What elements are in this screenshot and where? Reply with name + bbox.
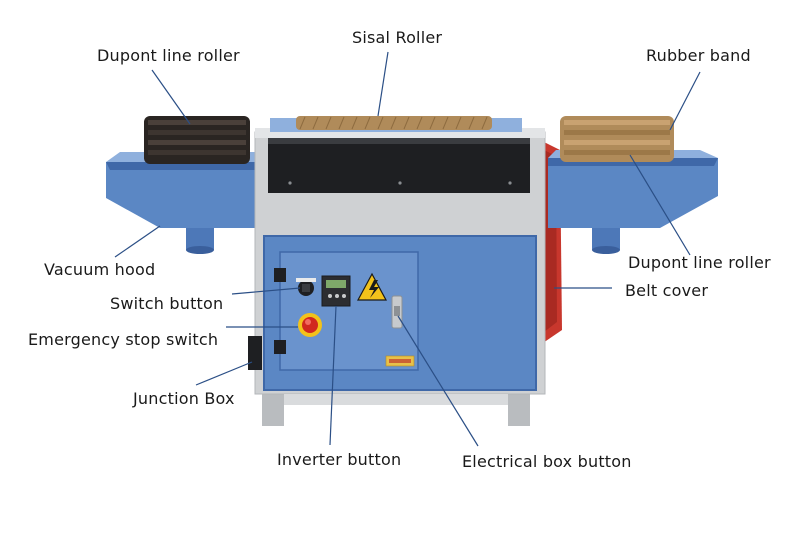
label-junction-box: Junction Box [133, 389, 235, 408]
leader-inverter [329, 305, 337, 446]
junction-box [248, 336, 262, 370]
emergency-stop-button [298, 313, 322, 337]
warning-sign [356, 272, 388, 301]
label-sisal-roller: Sisal Roller [352, 28, 443, 47]
left-vacuum-hood [106, 162, 258, 228]
inverter-panel [321, 275, 351, 307]
bottom-hinge [274, 340, 286, 354]
label-inverter-button: Inverter button [277, 450, 402, 469]
leader-electrical [397, 315, 479, 447]
leader-switch [231, 287, 301, 295]
left-vacuum-outlet [186, 228, 214, 250]
label-dupont-line-roller-right: Dupont line roller [628, 253, 771, 272]
label-belt-cover: Belt cover [625, 281, 709, 300]
top-hinge [274, 268, 286, 282]
electrical-box-button [391, 295, 403, 329]
label-rubber-band: Rubber band [646, 46, 751, 65]
top-window [268, 138, 530, 193]
label-switch-button: Switch button [110, 294, 224, 313]
leader-junction [195, 361, 253, 386]
label-dupont-line-roller-left: Dupont line roller [97, 46, 240, 65]
left-leg [262, 390, 284, 426]
label-vacuum-hood: Vacuum hood [44, 260, 156, 279]
leader-rubber [669, 71, 701, 131]
leader-vacuum [114, 225, 161, 258]
label-electrical-box-button: Electrical box button [462, 452, 632, 471]
right-dupont-roller [560, 116, 674, 162]
left-dupont-roller [144, 116, 250, 164]
leader-dupont-left [151, 69, 191, 125]
right-leg [508, 390, 530, 426]
switch-knob [296, 278, 316, 296]
leader-sisal [377, 51, 389, 117]
label-emergency-stop-switch: Emergency stop switch [28, 330, 219, 349]
right-vacuum-outlet [592, 228, 620, 250]
right-vacuum-hood [548, 158, 718, 228]
leader-dupont-right [629, 154, 691, 256]
